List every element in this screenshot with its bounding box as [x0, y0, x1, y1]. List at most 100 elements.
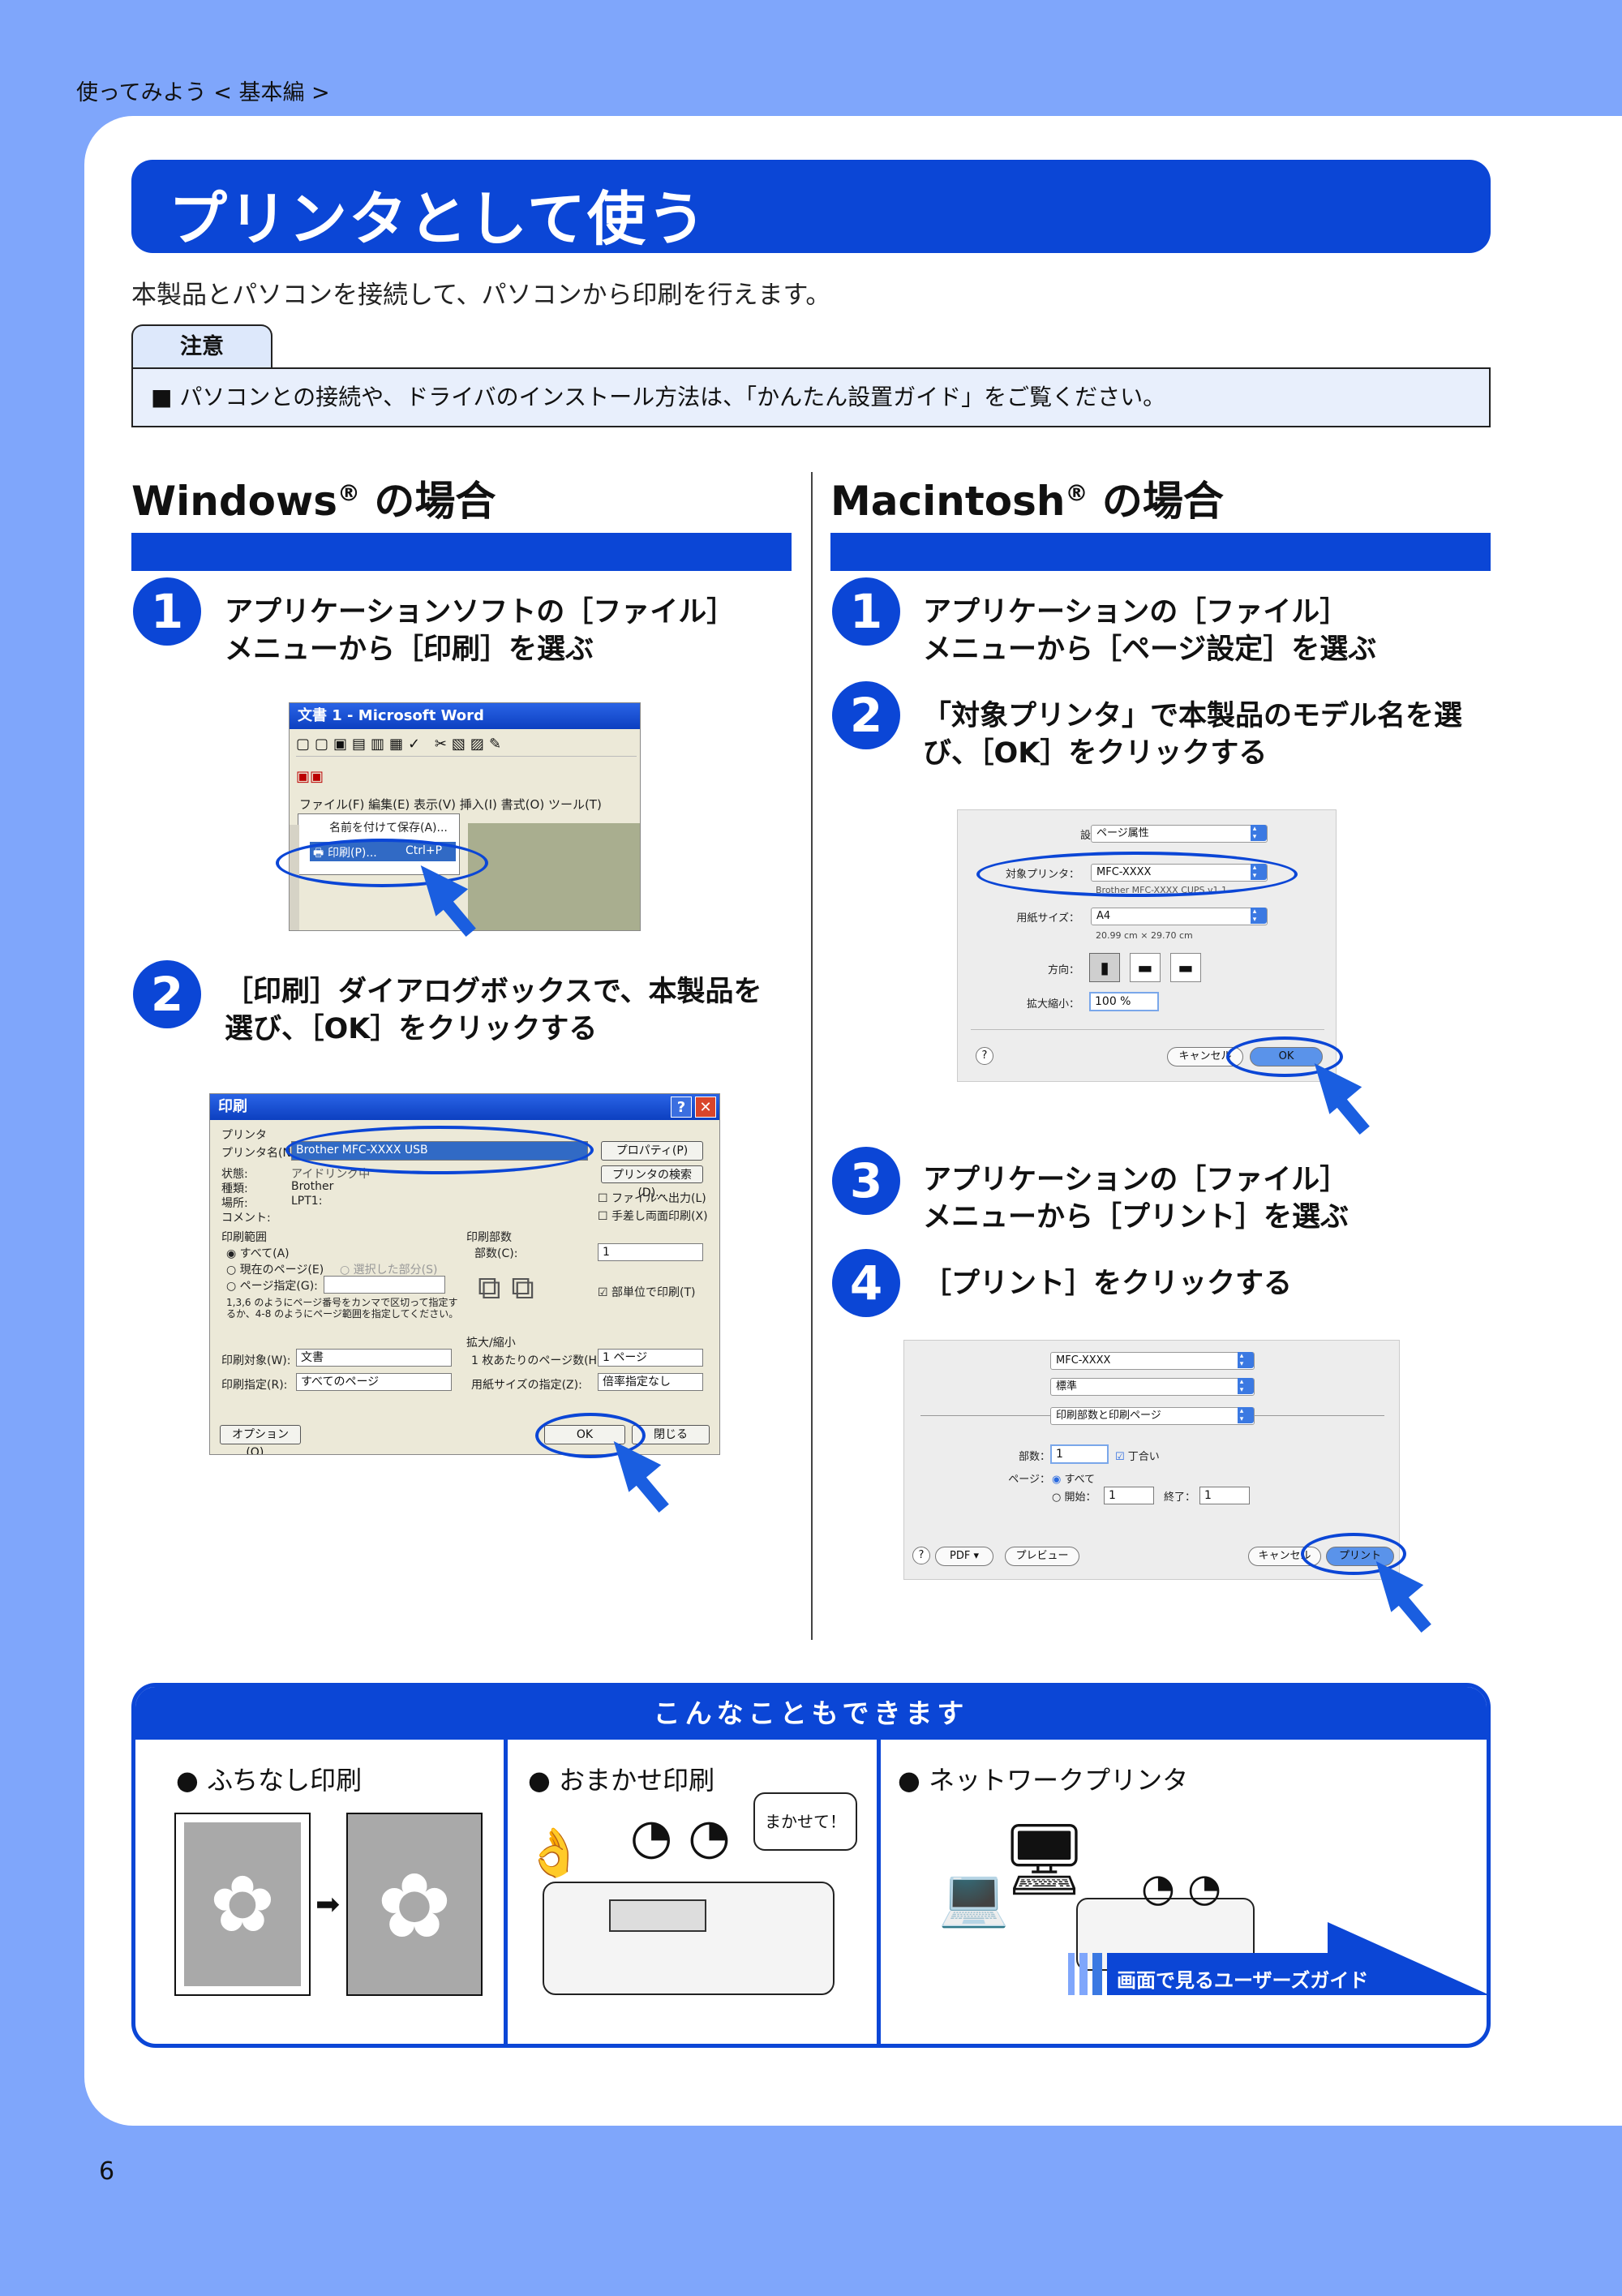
flower-icon: ✿ — [376, 1854, 453, 1958]
print-what-select[interactable]: 文書 — [296, 1349, 452, 1367]
printer-mascot-image — [543, 1882, 835, 1995]
print-range-select[interactable]: すべてのページ — [296, 1373, 452, 1391]
caution-text: ■ パソコンとの接続や、ドライバのインストール方法は、「かんたん設置ガイド」をご… — [131, 367, 1491, 427]
preset-select[interactable]: 標準 — [1050, 1378, 1255, 1396]
copies-label: 部数： — [1018, 1451, 1050, 1463]
users-guide-banner[interactable]: 画面で見るユーザーズガイド — [1068, 1922, 1487, 1995]
pages-from-radio[interactable]: ○ 開始： — [1052, 1491, 1096, 1504]
menu-item-save-as[interactable]: 名前を付けて保存(A)... — [329, 822, 448, 835]
step-text: アプリケーションの［ファイル］メニューから［ページ設定］を選ぶ — [923, 596, 1377, 666]
highlight-ring — [276, 839, 488, 887]
step-text: アプリケーションソフトの［ファイル］メニューから［印刷］を選ぶ — [225, 596, 736, 666]
word-screenshot: 文書 1 - Microsoft Word ▢▢▣▤▥▦✓ ✂▧▨✎ ▣▣ ファ… — [289, 702, 641, 931]
scale-label: 用紙サイズの指定(Z): — [471, 1379, 582, 1392]
caution-tab: 注意 — [131, 324, 272, 369]
pages-to-input[interactable]: 1 — [1199, 1487, 1250, 1504]
step-number: 3 — [832, 1147, 900, 1215]
step-number: 2 — [133, 960, 201, 1028]
borderless-page-image: ✿ — [346, 1813, 483, 1996]
where-label: 場所: — [221, 1197, 248, 1210]
intro-text: 本製品とパソコンを接続して、パソコンから印刷を行えます。 — [131, 281, 831, 310]
type-value: Brother — [291, 1180, 334, 1193]
desktop-computer-icon: 🖥 — [1000, 1819, 1089, 1900]
portrait-icon[interactable]: ▮ — [1089, 953, 1120, 982]
network-printer-label: ● ネットワークプリンタ — [898, 1765, 1189, 1796]
word-toolbar2: ▣▣ — [296, 768, 324, 785]
page-title-bar: プリンタとして使う — [131, 160, 1491, 253]
pages-from-input[interactable]: 1 — [1104, 1487, 1154, 1504]
printer-name-label: プリンタ名(N): — [221, 1147, 300, 1160]
where-value: LPT1: — [291, 1195, 323, 1208]
users-guide-link[interactable]: 画面で見るユーザーズガイド — [1117, 1969, 1369, 1992]
pages-all-radio[interactable]: ◉ すべて — [1052, 1474, 1096, 1486]
breadcrumb: 使ってみよう < 基本編 > — [76, 80, 330, 105]
arrow-right-icon: ➡ — [315, 1888, 341, 1921]
step-text: ［印刷］ダイアログボックスで、本製品を選び、［OK］をクリックする — [225, 976, 762, 1045]
paper-size-select[interactable]: A4 — [1091, 908, 1268, 925]
group-range-label: 印刷範囲 — [221, 1231, 267, 1244]
group-printer-label: プリンタ — [221, 1129, 267, 1142]
column-divider — [811, 472, 813, 1640]
copies-input[interactable]: 1 — [598, 1243, 703, 1261]
word-menu-bar[interactable]: ファイル(F) 編集(E) 表示(V) 挿入(I) 書式(O) ツール(T) — [299, 797, 602, 812]
step-text: ［プリント］をクリックする — [923, 1268, 1293, 1300]
flower-icon: ✿ — [184, 1822, 301, 1986]
range-pages-radio[interactable]: ○ ページ指定(G): — [226, 1280, 318, 1293]
range-all-radio[interactable]: ◉ すべて(A) — [226, 1247, 290, 1260]
comment-label: コメント: — [221, 1212, 271, 1225]
pane-select[interactable]: 印刷部数と印刷ページ — [1050, 1407, 1255, 1425]
mascot-face-icon: ◔ ◔ — [630, 1809, 731, 1865]
status-label: 状態: — [221, 1168, 248, 1181]
find-printer-button[interactable]: プリンタの検索(D)... — [601, 1165, 703, 1199]
pages-to-label: 終了： — [1164, 1491, 1196, 1504]
pages-per-sheet-label: 1 枚あたりのページ数(H): — [471, 1354, 606, 1367]
mascot-face-icon: ◔ ◔ — [1141, 1865, 1222, 1911]
preview-button[interactable]: プレビュー — [1005, 1547, 1079, 1566]
manual-duplex-checkbox[interactable]: ☐ 手差し両面印刷(X) — [598, 1210, 708, 1223]
print-what-label: 印刷対象(W): — [221, 1354, 291, 1367]
range-pages-input[interactable] — [324, 1276, 445, 1294]
word-canvas — [468, 823, 640, 930]
word-toolbar: ▢▢▣▤▥▦✓ ✂▧▨✎ — [296, 736, 637, 757]
highlight-ring — [976, 852, 1298, 897]
print-dialog-titlebar: 印刷 ? ✕ — [210, 1094, 719, 1120]
scale-select[interactable]: 倍率指定なし — [598, 1373, 703, 1391]
page-number: 6 — [99, 2157, 115, 2186]
help-icon[interactable]: ? — [976, 1047, 993, 1065]
options-button[interactable]: オプション(O)... — [220, 1425, 301, 1454]
more-features-box: こんなこともできます ● ふちなし印刷 ● おまかせ印刷 ● ネットワークプリン… — [131, 1683, 1491, 2048]
print-range-label: 印刷指定(R): — [221, 1379, 288, 1392]
reverse-landscape-icon[interactable]: ▬ — [1170, 953, 1201, 982]
status-value: アイドリング中 — [291, 1168, 371, 1181]
highlight-ring — [1301, 1533, 1406, 1575]
orientation-label: 方向： — [1047, 964, 1079, 976]
more-separator — [504, 1740, 508, 2044]
word-titlebar: 文書 1 - Microsoft Word — [290, 703, 640, 729]
printer-select[interactable]: MFC-XXXX — [1050, 1352, 1255, 1370]
ok-hand-icon: 👌 — [525, 1825, 584, 1880]
close-icon[interactable]: ✕ — [695, 1097, 716, 1118]
windows-heading: Windows® の場合 — [131, 478, 496, 525]
properties-button[interactable]: プロパティ(P) — [601, 1141, 703, 1161]
range-selection-radio[interactable]: ○ 選択した部分(S) — [340, 1264, 438, 1277]
copies-input[interactable]: 1 — [1050, 1444, 1109, 1464]
collate-checkbox[interactable]: ☑ 丁合い — [1115, 1451, 1160, 1463]
group-copies-label: 印刷部数 — [466, 1231, 512, 1244]
step-text: 「対象プリンタ」で本製品のモデル名を選び、［OK］をクリックする — [923, 700, 1463, 770]
range-current-radio[interactable]: ○ 現在のページ(E) — [226, 1264, 324, 1277]
print-to-file-checkbox[interactable]: ☐ ファイルへ出力(L) — [598, 1192, 706, 1205]
help-icon[interactable]: ? — [912, 1547, 930, 1564]
collate-checkbox[interactable]: ☑ 部単位で印刷(T) — [598, 1286, 696, 1299]
auto-print-label: ● おまかせ印刷 — [528, 1765, 715, 1796]
paper-dimension: 20.99 cm × 29.70 cm — [1096, 930, 1193, 941]
pages-per-sheet-select[interactable]: 1 ページ — [598, 1349, 703, 1367]
pdf-button[interactable]: PDF ▾ — [935, 1547, 993, 1566]
help-icon[interactable]: ? — [671, 1097, 692, 1118]
landscape-icon[interactable]: ▬ — [1130, 953, 1161, 982]
printer-panel — [609, 1899, 706, 1932]
separator — [971, 1029, 1324, 1030]
settings-select[interactable]: ページ属性 — [1091, 825, 1268, 843]
laptop-icon: 💻 — [938, 1864, 1010, 1930]
step-text: アプリケーションの［ファイル］メニューから［プリント］を選ぶ — [923, 1164, 1350, 1234]
scale-input[interactable]: 100 % — [1089, 992, 1159, 1011]
